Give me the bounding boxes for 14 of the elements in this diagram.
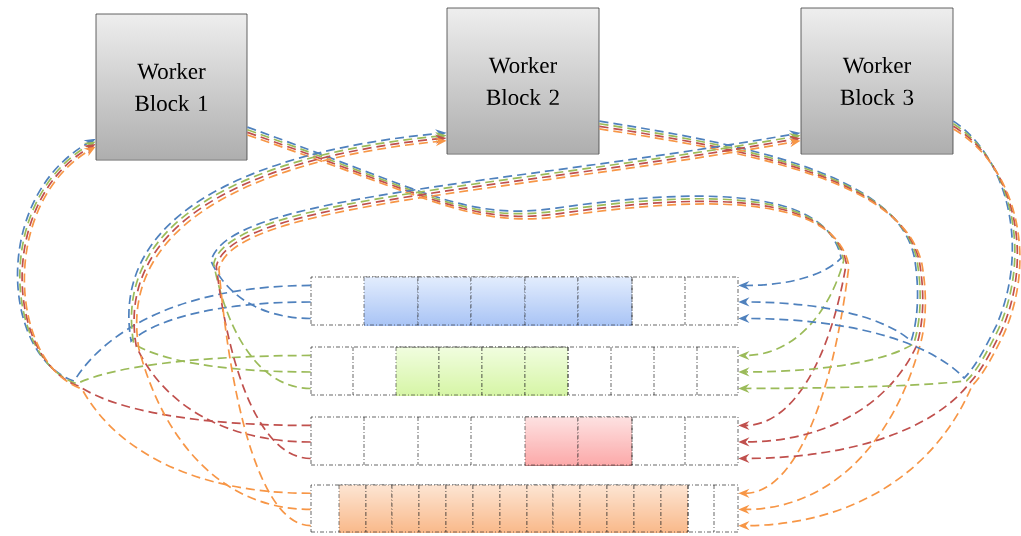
queue-bar bbox=[310, 416, 739, 466]
queue-bar bbox=[310, 276, 739, 326]
worker-box: Worker Block 3 bbox=[800, 7, 954, 155]
arrow bbox=[246, 134, 850, 498]
arrow bbox=[246, 126, 842, 291]
queue-bar bbox=[310, 484, 739, 533]
arrow bbox=[21, 144, 312, 427]
arrow bbox=[246, 131, 848, 431]
worker-box: Worker Block 1 bbox=[95, 13, 248, 161]
worker-box: Worker Block 2 bbox=[446, 7, 600, 155]
arrow bbox=[598, 125, 924, 447]
arrow bbox=[598, 128, 927, 515]
arrow bbox=[246, 128, 845, 361]
queue-bar bbox=[310, 346, 739, 396]
